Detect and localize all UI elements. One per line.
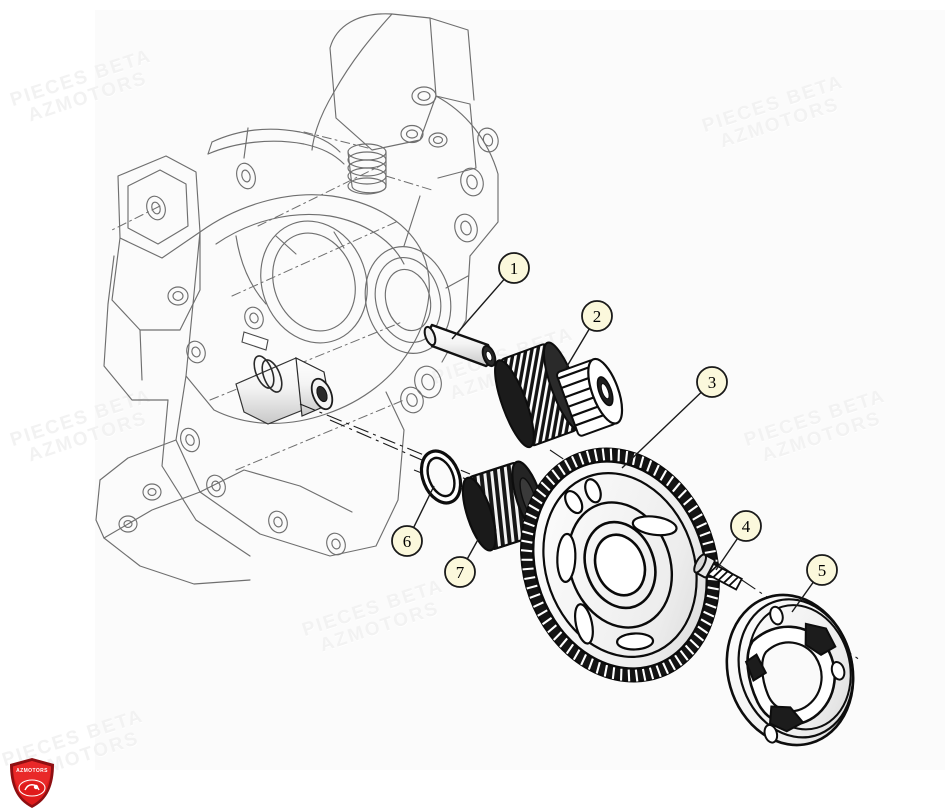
callout-7[interactable]: 7 — [444, 517, 491, 588]
callout-6[interactable]: 6 — [391, 485, 435, 557]
thrust-washer — [419, 449, 463, 505]
callout-5[interactable]: 5 — [791, 554, 838, 613]
starter-clutch-assembly — [725, 593, 855, 747]
callout-number-5: 5 — [818, 561, 827, 580]
callout-leader-2 — [565, 328, 590, 369]
callout-4[interactable]: 4 — [715, 510, 762, 571]
callout-number-6: 6 — [403, 532, 412, 551]
callout-balloon-2[interactable] — [581, 300, 613, 332]
starter-idle-double-gear — [494, 341, 624, 449]
callout-layer: 1 2 3 4 5 6 7 — [391, 252, 838, 613]
callout-number-2: 2 — [593, 307, 602, 326]
callout-balloon-1[interactable] — [498, 252, 530, 284]
callout-leader-5 — [791, 581, 814, 613]
starter-driven-ring-gear — [520, 447, 720, 683]
callout-leader-1 — [451, 278, 505, 340]
callout-3[interactable]: 3 — [621, 366, 728, 469]
flange-bolt — [693, 553, 743, 591]
callout-balloon-7[interactable] — [444, 556, 476, 588]
callout-2[interactable]: 2 — [565, 300, 613, 369]
callout-balloon-3[interactable] — [696, 366, 728, 398]
callout-leader-4 — [715, 537, 739, 571]
callout-leader-6 — [412, 485, 435, 528]
callout-number-4: 4 — [742, 517, 751, 536]
azmotors-shield-logo[interactable]: AZMOTORS — [8, 757, 56, 809]
callout-balloon-4[interactable] — [730, 510, 762, 542]
callout-leader-7 — [466, 517, 491, 560]
engine-crankcase-ghost — [95, 13, 499, 585]
shield-icon — [10, 758, 54, 808]
crankshaft-end-ghost — [235, 331, 334, 425]
callout-number-3: 3 — [708, 373, 717, 392]
callout-1[interactable]: 1 — [451, 252, 530, 340]
callout-balloon-6[interactable] — [391, 525, 423, 557]
callout-balloon-5[interactable] — [806, 554, 838, 586]
callout-number-1: 1 — [510, 259, 519, 278]
callout-leader-3 — [621, 391, 702, 469]
logo-text: AZMOTORS — [16, 768, 48, 774]
starter-idle-gear-shaft — [423, 323, 497, 368]
callout-number-7: 7 — [456, 563, 465, 582]
